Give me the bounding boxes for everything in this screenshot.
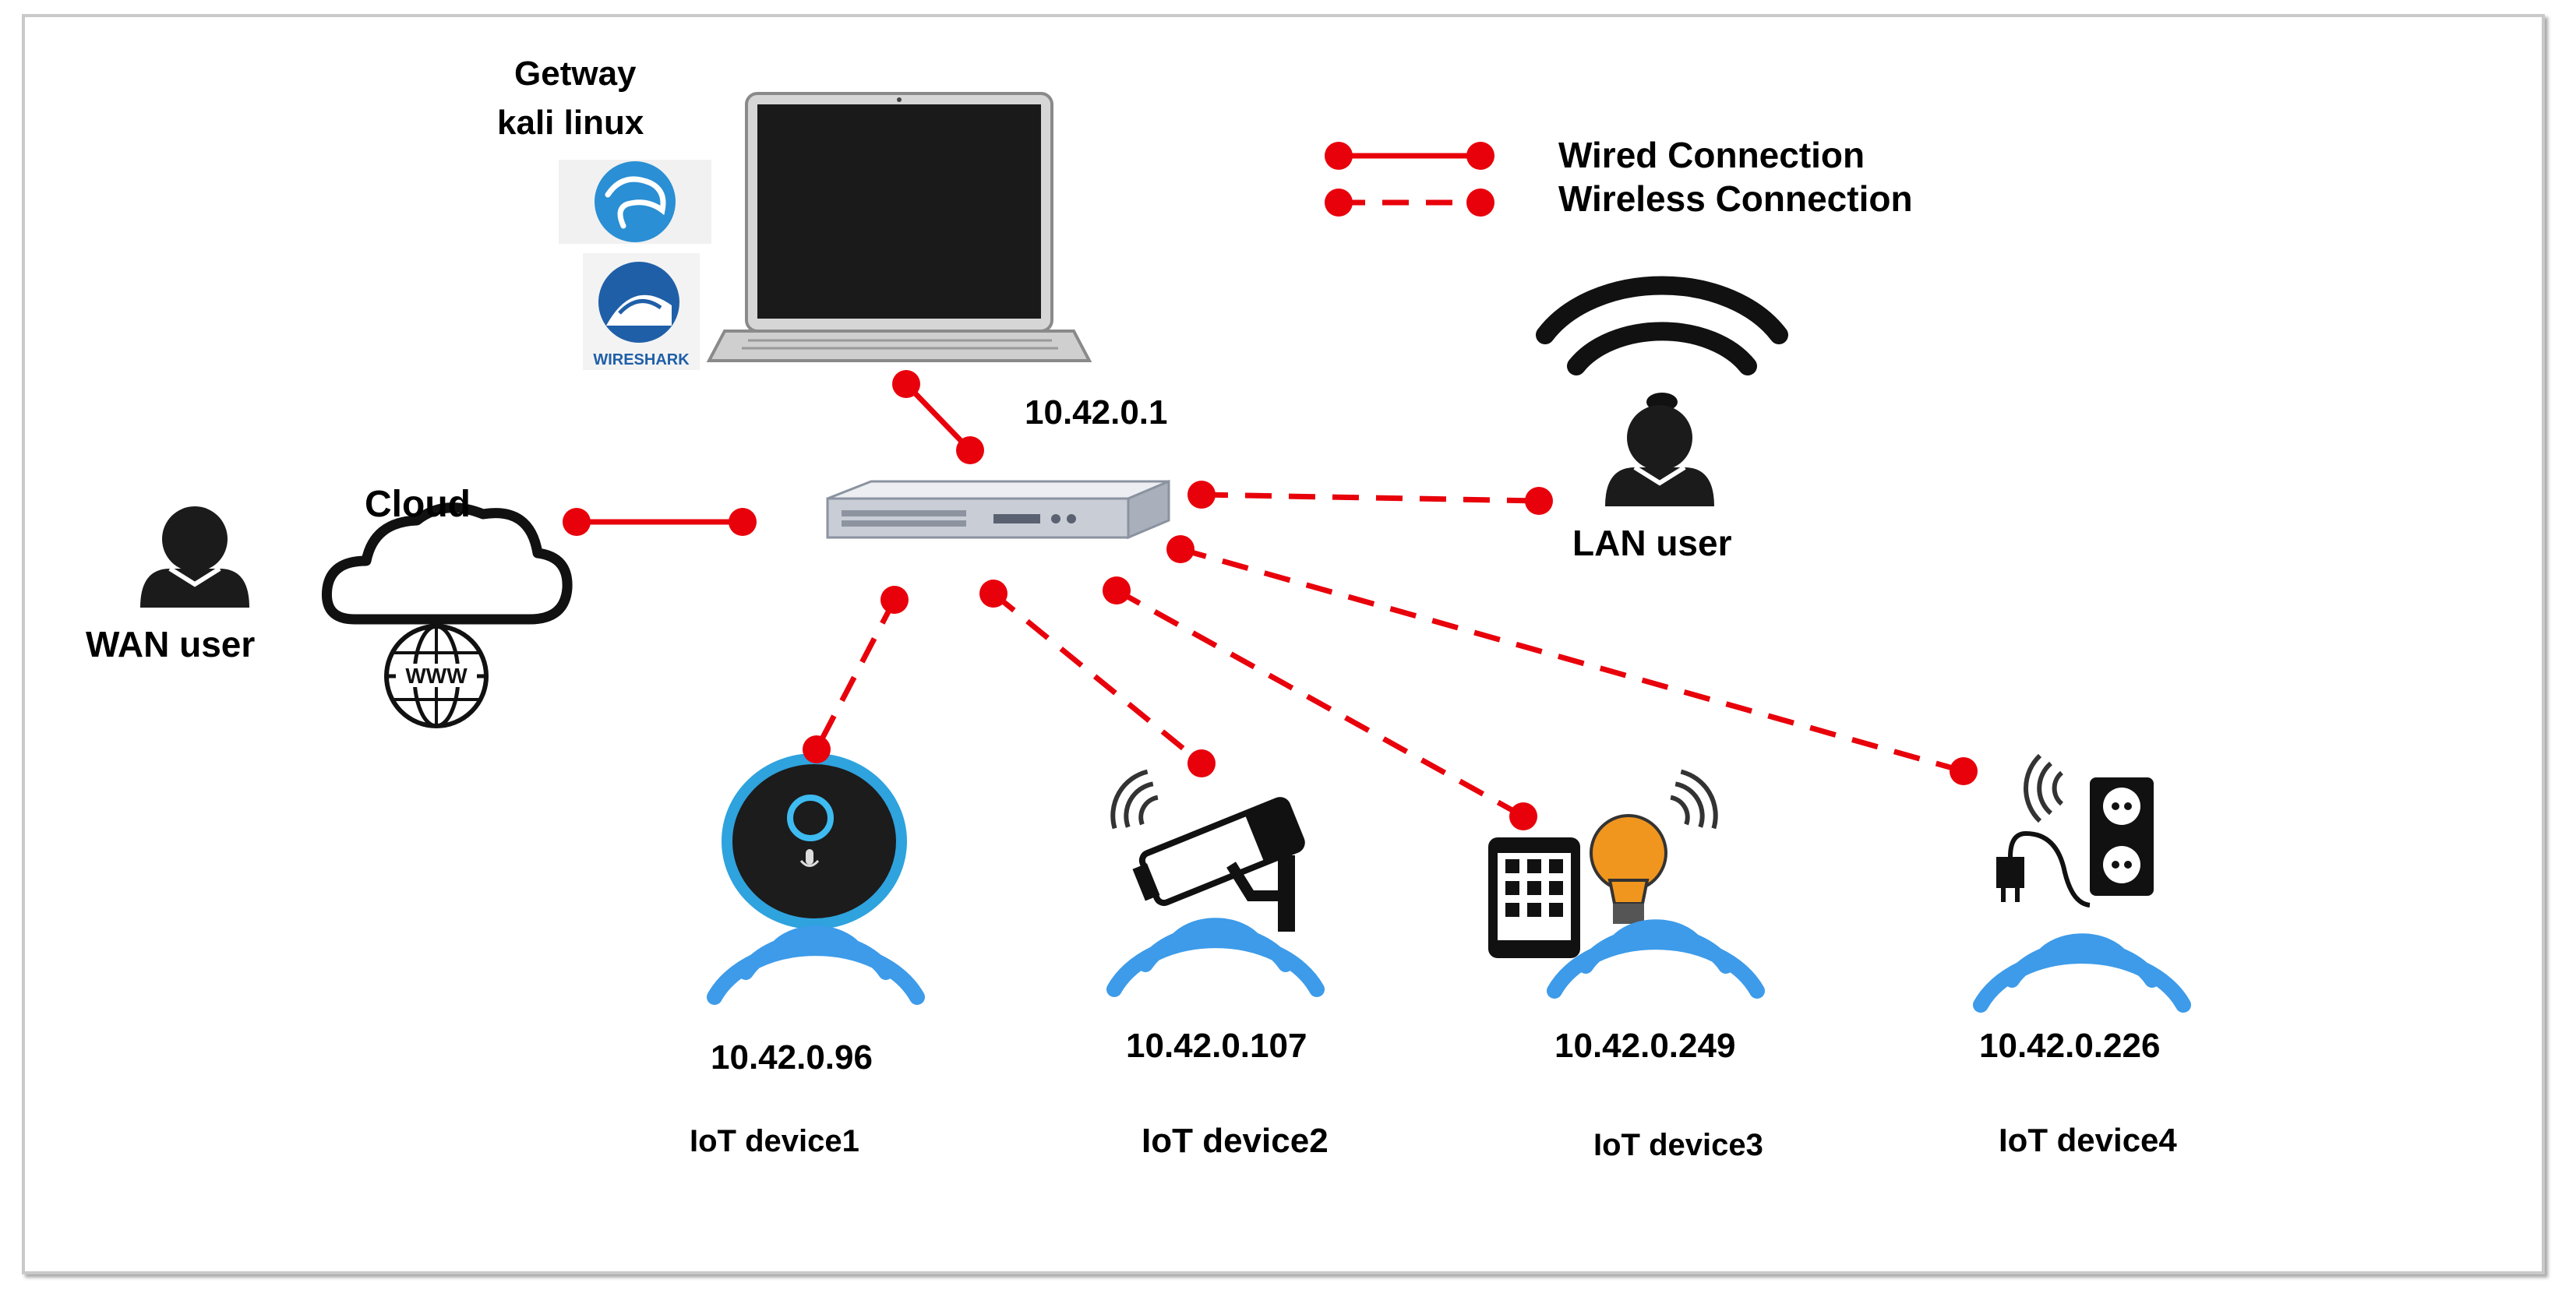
svg-text:WWW: WWW [405, 664, 468, 688]
legend-wired-sample [1325, 142, 1494, 170]
device4-ip: 10.42.0.226 [1979, 1027, 2161, 1065]
security-camera-icon [1103, 765, 1305, 932]
gateway-title: Getway [514, 55, 637, 93]
device4-name: IoT device4 [1999, 1122, 2177, 1158]
wireless-link-device1 [803, 586, 909, 763]
smart-plug-icon [1996, 756, 2154, 908]
svg-text:WIRESHARK: WIRESHARK [593, 351, 690, 368]
device4-wifi-icon [1981, 941, 2183, 1005]
laptop-icon [706, 92, 1092, 362]
gateway-ip: 10.42.0.1 [1025, 393, 1168, 432]
device3-name: IoT device3 [1593, 1128, 1763, 1162]
wan-user-icon [140, 506, 249, 608]
wireless-link-device2 [979, 580, 1216, 777]
globe-icon: WWW [384, 624, 489, 728]
legend-wireless-sample [1325, 189, 1494, 217]
wireless-link-lan-user [1187, 481, 1553, 515]
wireless-link-device3 [1103, 576, 1537, 830]
wireless-link-device4 [1166, 535, 1978, 785]
device3-ip: 10.42.0.249 [1554, 1027, 1736, 1065]
wifi-broadcast-icon [1536, 276, 1788, 411]
router-icon [826, 479, 1170, 540]
lan-user-label: LAN user [1572, 523, 1732, 563]
device2-wifi-icon [1114, 925, 1317, 989]
lan-user-icon [1605, 405, 1714, 506]
legend-wired-label: Wired Connection [1558, 135, 1865, 175]
legend-wireless-label: Wireless Connection [1558, 178, 1913, 219]
wired-link-cloud-router [563, 508, 757, 536]
gateway-subtitle: kali linux [497, 104, 644, 142]
device1-ip: 10.42.0.96 [711, 1038, 873, 1077]
wired-link-laptop-router [892, 370, 984, 464]
device1-name: IoT device1 [690, 1124, 859, 1158]
wireshark-logo: WIRESHARK [583, 253, 700, 370]
device3-wifi-icon [1554, 927, 1757, 991]
device2-ip: 10.42.0.107 [1126, 1027, 1307, 1065]
smartphone-icon [1488, 837, 1580, 958]
wan-user-label: WAN user [86, 624, 256, 664]
cloud-icon [321, 502, 573, 625]
cloud-label: Cloud [365, 484, 471, 525]
smart-speaker-icon [722, 753, 907, 929]
kali-linux-logo [559, 160, 711, 244]
device2-name: IoT device2 [1142, 1122, 1329, 1160]
device1-wifi-icon [715, 933, 917, 997]
light-bulb-icon [1590, 765, 1726, 924]
